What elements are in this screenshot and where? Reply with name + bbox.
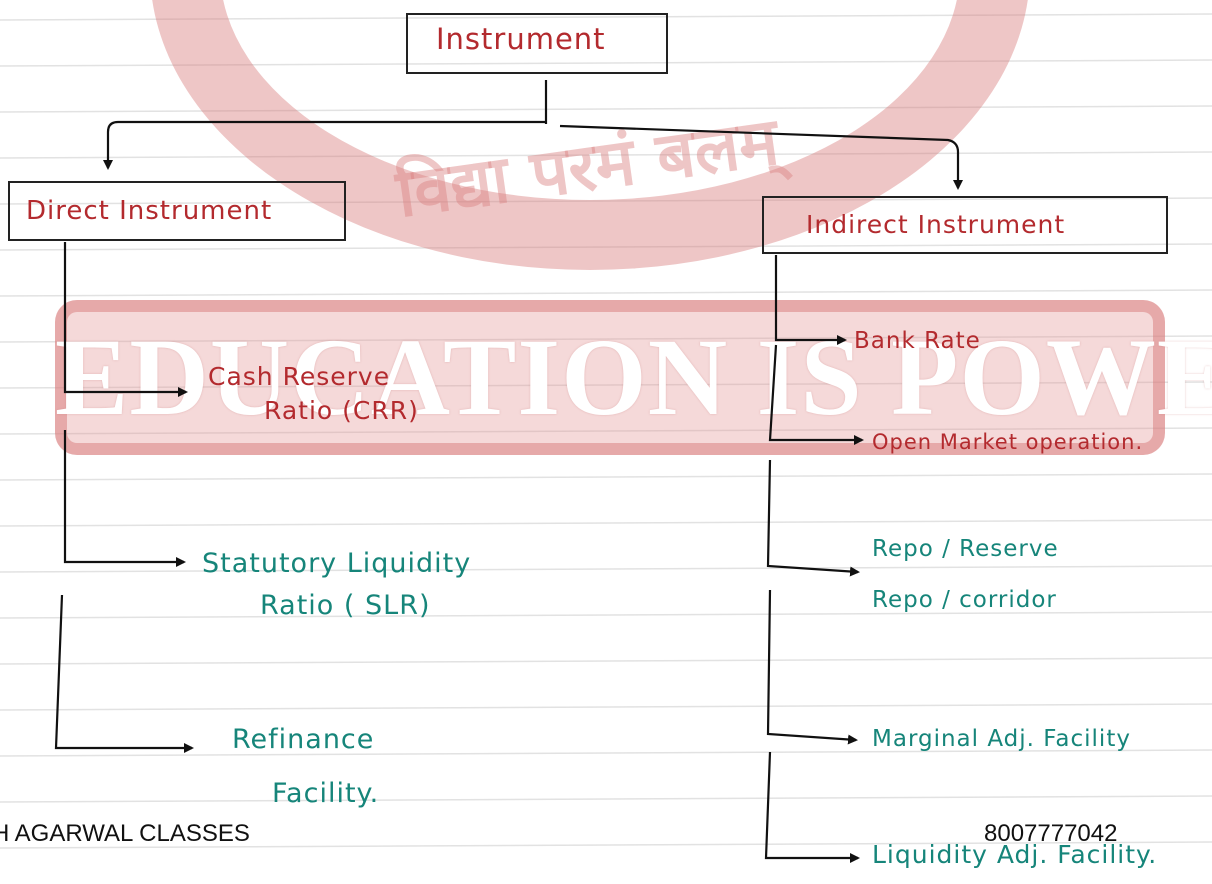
direct-item-crr-line1: Cash Reserve (208, 362, 391, 391)
indirect-item-bank-rate: Bank Rate (854, 326, 981, 357)
indirect-item-repo-line2: Repo / corridor (872, 587, 1057, 614)
direct-item-slr-line2: Ratio ( SLR) (260, 590, 431, 622)
indirect-item-laf: Liquidity Adj. Facility. (872, 838, 1157, 872)
footer-phone: 8007777042 (984, 820, 1118, 847)
watermark-banner-text: EDUCATION IS POWER (55, 316, 1212, 438)
indirect-item-laf-label: Liquidity Adj. Facility. (872, 840, 1158, 869)
indirect-item-repo-line1: Repo / Reserve (872, 536, 1059, 562)
direct-item-slr: Statutory Liquidity Ratio ( SLR) (202, 546, 471, 625)
direct-instrument-label: Direct Instrument (26, 196, 273, 226)
footer-left-text: H AGARWAL CLASSES (0, 820, 250, 847)
indirect-item-msf-label: Marginal Adj. Facility (872, 726, 1131, 752)
direct-item-slr-line1: Statutory Liquidity (202, 548, 472, 579)
watermark-banner (55, 300, 1165, 455)
indirect-item-msf: Marginal Adj. Facility (872, 724, 1131, 755)
indirect-item-omo: Open Market operation. (872, 428, 1143, 456)
indirect-item-omo-label: Open Market operation. (872, 430, 1144, 454)
indirect-item-repo: Repo / Reserve Repo / corridor (872, 534, 1059, 616)
direct-instrument-node (8, 181, 346, 241)
direct-item-refinance: Refinance Facility. (232, 722, 379, 813)
indirect-instrument-node (762, 196, 1168, 254)
direct-item-refinance-line2: Facility. (272, 778, 380, 810)
direct-item-crr: Cash Reserve Ratio (CRR) (208, 360, 419, 428)
root-node (406, 13, 668, 74)
indirect-instrument-label: Indirect Instrument (806, 210, 1066, 239)
indirect-item-bank-rate-label: Bank Rate (854, 328, 981, 354)
root-node-label: Instrument (436, 22, 606, 56)
direct-item-refinance-line1: Refinance (232, 724, 375, 755)
direct-item-crr-line2: Ratio (CRR) (264, 395, 419, 425)
